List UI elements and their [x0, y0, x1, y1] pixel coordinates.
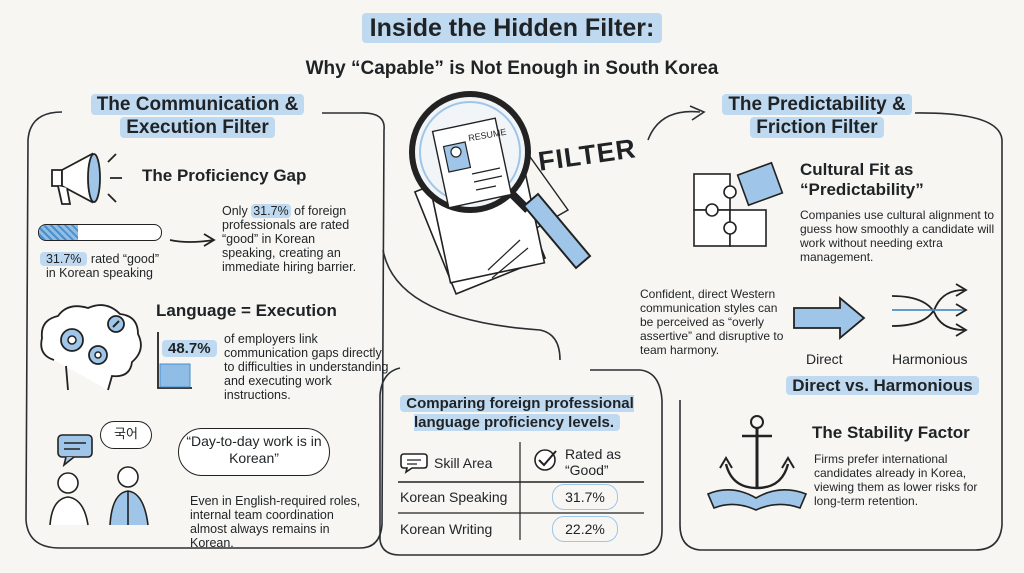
harmonious-arrows-icon	[891, 283, 968, 337]
arrow-icon	[169, 233, 216, 247]
proficiency-note: Only 31.7% of foreign professionals are …	[222, 204, 357, 274]
proficiency-bar-caption: 31.7% rated “good”in Korean speaking	[32, 252, 167, 280]
checkmark-icon	[534, 449, 557, 471]
korean-bubble: 국어	[100, 421, 152, 449]
cultural-heading: Cultural Fit as“Predictability”	[800, 160, 924, 199]
table-row-1-value: 31.7%	[552, 484, 618, 510]
execution-heading: Language = Execution	[156, 301, 337, 320]
table-row-2-value: 22.2%	[552, 516, 618, 542]
direct-text: Confident, direct Western communication …	[640, 287, 784, 357]
direct-label: Direct	[806, 351, 843, 367]
direct-caption: Direct vs. Harmonious	[780, 374, 985, 397]
right-arrow-head	[689, 105, 706, 121]
execution-value: 48.7%	[162, 340, 217, 357]
magnifier-icon	[409, 91, 592, 270]
table-frame-line	[379, 367, 663, 556]
execution-text: of employers link communication gaps dir…	[224, 332, 389, 402]
stability-text: Firms prefer international candidates al…	[814, 452, 978, 508]
proficiency-bar	[38, 224, 162, 241]
direct-arrow-icon	[793, 296, 866, 340]
right-section-title: The Predictability &Friction Filter	[712, 93, 922, 139]
brain-gears-icon	[40, 304, 142, 391]
center-frame-line	[382, 249, 561, 361]
page-subtitle: Why “Capable” is Not Enough in South Kor…	[305, 58, 719, 79]
harmonious-label: Harmonious	[892, 351, 968, 367]
page-title: Inside the Hidden Filter:	[0, 13, 1024, 43]
left-frame-line	[25, 111, 385, 549]
proficiency-bar-fill	[39, 225, 78, 240]
right-frame-outline	[679, 112, 1003, 551]
daily-text: Even in English-required roles, internal…	[190, 494, 361, 550]
proficiency-heading: The Proficiency Gap	[142, 166, 307, 185]
anchor-icon	[706, 415, 808, 511]
table-grid	[398, 442, 644, 540]
table-row-1-skill: Korean Speaking	[400, 489, 508, 505]
table-col-rated: Rated as “Good”	[565, 446, 622, 478]
megaphone-icon	[51, 152, 122, 205]
table-title: Comparing foreign professional language …	[392, 394, 642, 432]
right-frame-line	[647, 110, 701, 141]
execution-bar-icon	[157, 332, 192, 389]
quote-bubble	[178, 428, 330, 476]
puzzle-icon	[693, 161, 784, 247]
cultural-text: Companies use cultural alignment to gues…	[800, 208, 995, 264]
left-section-title: The Communication &Execution Filter	[70, 93, 325, 139]
table-row-2-skill: Korean Writing	[400, 521, 493, 537]
quote-text: “Day-to-day work is in Korean”	[186, 433, 322, 466]
speech-icon	[400, 453, 428, 474]
table-col-skill: Skill Area	[434, 455, 493, 471]
stability-heading: The Stability Factor	[812, 423, 970, 442]
people-talking-icon	[49, 434, 149, 526]
